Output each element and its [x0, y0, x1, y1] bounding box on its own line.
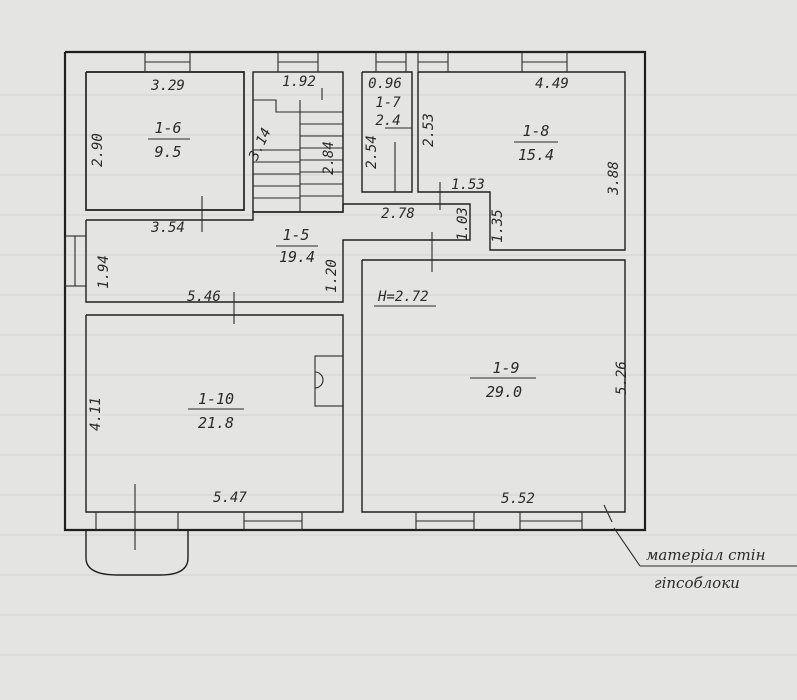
dimension-label: 0.96: [368, 76, 402, 92]
dimension-label: 1.03: [455, 207, 471, 241]
door-marks: [201, 182, 613, 523]
note-line-1: матеріал стін: [646, 546, 765, 564]
room-1-5-walls: [85, 203, 471, 303]
room-labels: 1-6 9.5 1-7 2.4 1-8 15.4 1-5 19.4 1-9 29…: [148, 95, 558, 432]
dimension-label: 3.29: [150, 78, 185, 94]
dimension-label: 2.78: [381, 206, 415, 222]
dimension-label: 1.53: [451, 177, 485, 193]
dimension-labels: 3.29 1.92 0.96 4.49 2.90 3.14 2.84 2.54 …: [88, 74, 630, 507]
room-label: 1-8: [522, 122, 549, 140]
height-label: H=2.72: [377, 289, 429, 305]
dimension-label: 3.54: [150, 220, 185, 236]
entrance-porch: [85, 484, 189, 576]
dimension-label: 2.54: [364, 135, 380, 169]
dimension-label: 2.53: [421, 113, 437, 147]
dimension-label: 2.90: [90, 133, 106, 167]
room-area: 9.5: [154, 143, 181, 161]
room-1-10-walls: [85, 314, 344, 513]
dimension-label: 4.11: [88, 397, 104, 431]
room-1-8-walls: [417, 71, 626, 251]
room-label: 1-10: [198, 390, 234, 408]
room-area: 19.4: [279, 248, 315, 266]
dimension-label: 4.49: [535, 76, 569, 92]
dimension-label: 3.88: [606, 161, 622, 196]
paper-lines: [0, 94, 797, 656]
material-note: матеріал стін гіпсоблоки: [613, 527, 797, 592]
room-label: 1-7: [375, 95, 401, 111]
room-1-6-walls: [85, 71, 245, 211]
note-line-2: гіпсоблоки: [654, 574, 740, 592]
dimension-label: 3.14: [246, 126, 275, 164]
dimension-label: 5.52: [501, 491, 535, 507]
room-label: 1-6: [154, 119, 181, 137]
dimension-label: 2.84: [321, 141, 337, 175]
dimension-label: 1.35: [490, 209, 506, 243]
outer-walls: [63, 50, 647, 532]
dimension-label: 1.20: [324, 259, 340, 293]
dimension-label: 5.46: [187, 289, 221, 305]
room-label: 1-5: [282, 226, 309, 244]
windows: [64, 51, 583, 531]
dimension-label: 5.47: [213, 490, 247, 506]
room-1-9-walls: [361, 259, 626, 513]
room-area: 29.0: [486, 383, 522, 401]
dimension-label: 1.94: [96, 255, 112, 289]
stairwell: [252, 71, 344, 213]
room-area: 15.4: [518, 146, 554, 164]
dimension-label: 5.26: [614, 361, 630, 395]
dimension-label: 1.92: [282, 74, 316, 90]
room-area: 21.8: [198, 414, 234, 432]
room-area: 2.4: [375, 113, 400, 129]
room-label: 1-9: [492, 359, 519, 377]
